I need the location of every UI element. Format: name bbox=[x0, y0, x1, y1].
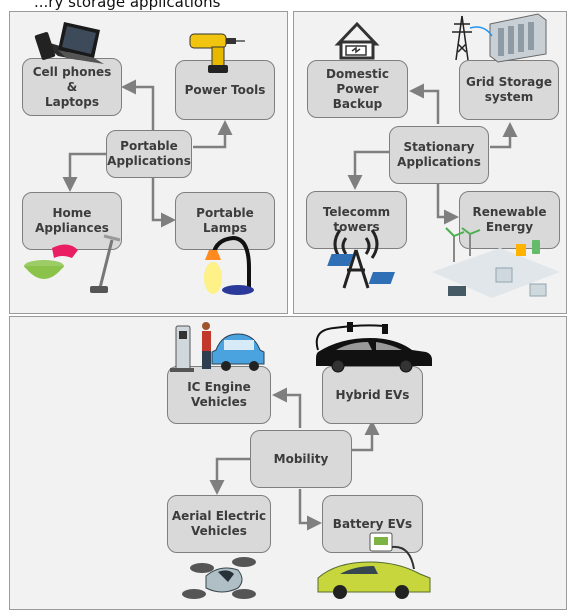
node-home-appliances: Home Appliances bbox=[22, 192, 122, 250]
node-battery-evs: Battery EVs bbox=[322, 495, 423, 553]
node-grid-storage-system: Grid Storage system bbox=[459, 60, 559, 120]
node-cell-phones-laptops: Cell phones & Laptops bbox=[22, 58, 122, 116]
node-renewable-energy: Renewable Energy bbox=[459, 191, 560, 249]
node-mobility: Mobility bbox=[250, 430, 352, 488]
node-power-tools: Power Tools bbox=[175, 60, 275, 120]
figure-title: ...ry storage applications bbox=[34, 0, 221, 10]
node-portable-lamps: Portable Lamps bbox=[175, 192, 275, 250]
node-hybrid-evs: Hybrid EVs bbox=[322, 366, 423, 424]
node-ic-engine-vehicles: IC Engine Vehicles bbox=[167, 366, 271, 424]
node-stationary-applications: Stationary Applications bbox=[389, 126, 489, 184]
node-aerial-electric-vehicles: Aerial Electric Vehicles bbox=[167, 495, 271, 553]
node-domestic-power-backup: Domestic Power Backup bbox=[307, 60, 408, 118]
node-telecomm-towers: Telecomm towers bbox=[306, 191, 407, 249]
node-portable-applications: Portable Applications bbox=[106, 130, 192, 178]
